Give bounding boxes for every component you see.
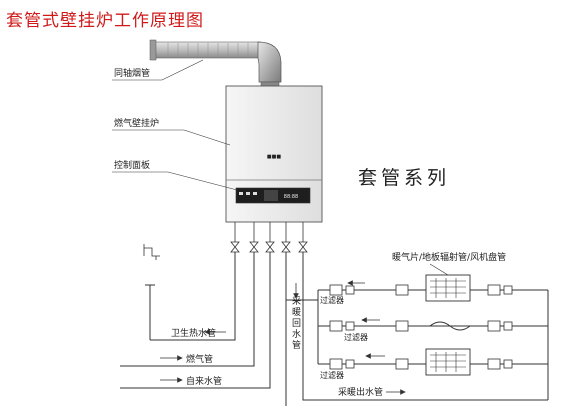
callout-flue: 同轴烟管 (114, 67, 150, 79)
control-panel: 88:88 (235, 187, 311, 204)
flow-arrows (160, 283, 406, 395)
label-heating-supply: 采暖出水管 (338, 386, 383, 398)
radiator-circuits (286, 289, 549, 400)
panel-display: 88:88 (284, 194, 298, 200)
label-gas: 燃气管 (186, 353, 213, 365)
faucet-icon (143, 244, 160, 260)
label-radiator-header: 暖气片/地板辐射管/风机盘管 (392, 251, 506, 263)
label-heating-return: 采 暖 回 水 管 (292, 296, 304, 351)
circuit-row-1 (329, 274, 513, 302)
label-filter-2: 过滤器 (344, 332, 368, 342)
circuit-row-3 (329, 348, 513, 376)
diagram-title: 套管式壁挂炉工作原理图 (6, 11, 204, 31)
shutoff-valves (230, 241, 308, 253)
label-filter-1: 过滤器 (320, 295, 344, 305)
boiler-logo: ■■■ (267, 154, 281, 160)
callouts: 同轴烟管 燃气壁挂炉 控制面板 (112, 59, 238, 191)
boiler-connections (234, 222, 304, 242)
circuit-row-2 (329, 317, 513, 332)
series-label: 套管系列 (358, 167, 451, 189)
label-hot-water: 卫生热水管 (171, 327, 216, 339)
label-cold-water: 自来水管 (186, 375, 222, 387)
callout-panel: 控制面板 (114, 159, 150, 171)
main-pipes (120, 252, 548, 406)
label-filter-3: 过滤器 (320, 370, 344, 380)
coaxial-flue (149, 39, 282, 87)
callout-boiler: 燃气壁挂炉 (114, 117, 159, 129)
